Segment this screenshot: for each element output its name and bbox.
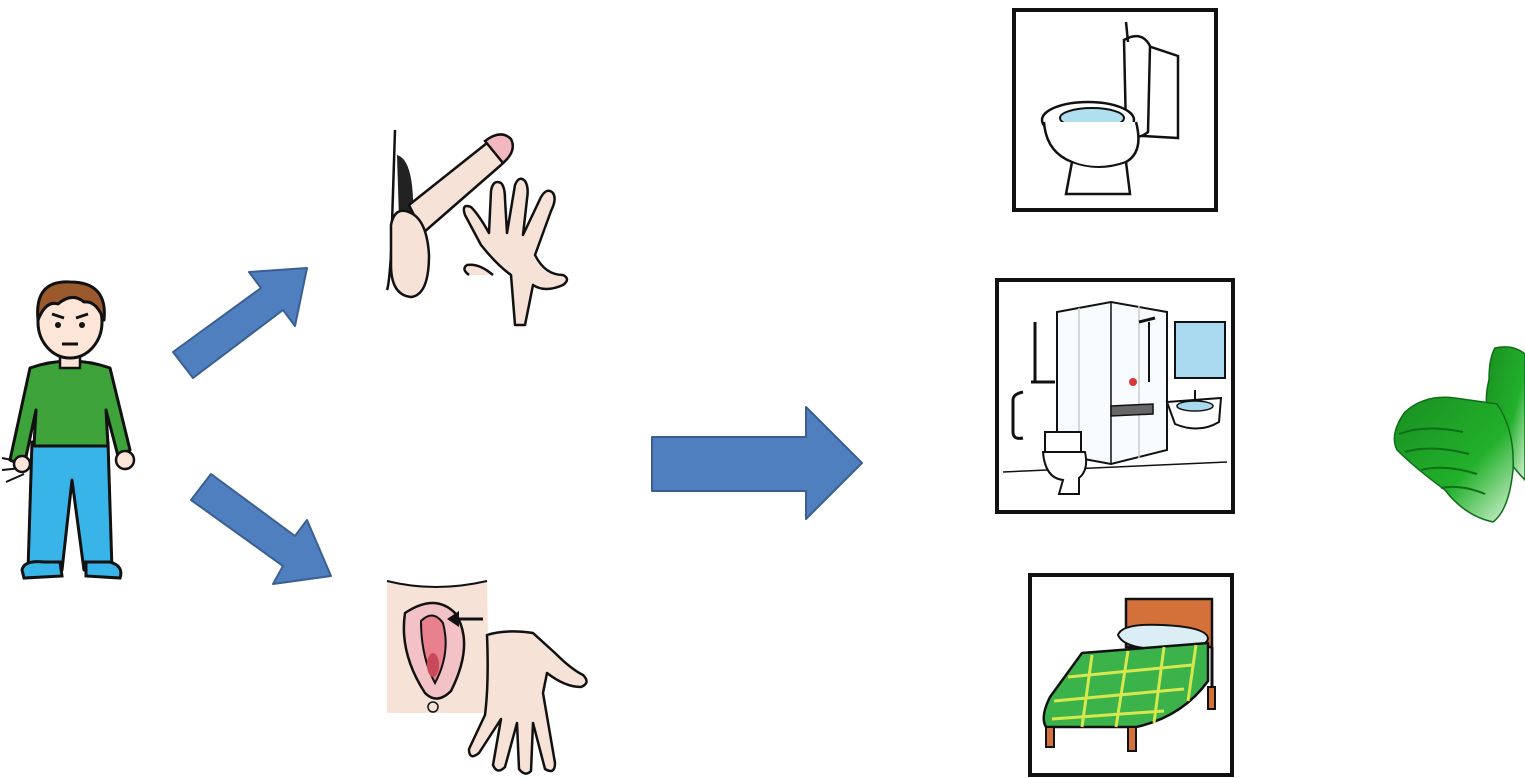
- female-touching-pictogram: [385, 573, 595, 778]
- arrow-up-right: [165, 258, 315, 388]
- boy-icon: [1, 280, 136, 580]
- boy-pictogram: [0, 270, 150, 585]
- bed-icon: [1042, 597, 1216, 752]
- male-genitals-hand-icon: [385, 129, 569, 327]
- bathroom-card: [995, 278, 1235, 514]
- arrow-right: [650, 405, 865, 523]
- approval-pictogram: [1385, 340, 1525, 525]
- bed-card: [1028, 573, 1234, 777]
- arrow-down-right-shape: [190, 473, 332, 585]
- arrow-right-shape: [651, 406, 863, 520]
- arrow-down-right: [185, 470, 335, 590]
- bathroom-icon: [1002, 300, 1228, 495]
- arrow-up-right-shape: [172, 267, 308, 379]
- female-genitals-hand-icon: [386, 580, 588, 775]
- thumbs-up-icon: [1393, 346, 1525, 523]
- male-touching-pictogram: [375, 125, 595, 330]
- toilet-card: [1012, 8, 1218, 212]
- toilet-icon: [1040, 21, 1180, 196]
